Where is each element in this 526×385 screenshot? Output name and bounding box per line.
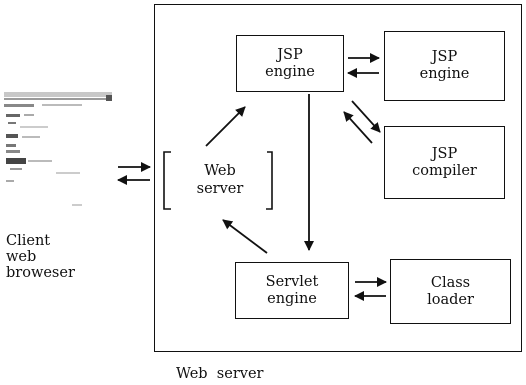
web-server-container xyxy=(154,4,522,352)
arrow-webserver-to-jsp-engine xyxy=(205,106,246,147)
jsp-engine-main-label: JSP engine xyxy=(265,46,315,80)
jsp-engine-secondary-label: JSP engine xyxy=(419,49,470,82)
web-server-bracket-right xyxy=(266,151,273,210)
jsp-engine-main-box: JSP engine xyxy=(236,35,344,92)
web-server-label: Web server xyxy=(196,163,244,197)
web-server-container-caption: Web server xyxy=(176,366,264,382)
jsp-compiler-label: JSP compiler xyxy=(412,145,477,179)
class-loader-box: Class loader xyxy=(390,259,511,324)
web-server-bracket-left xyxy=(163,151,171,210)
servlet-engine-label: Servlet engine xyxy=(265,273,319,307)
jsp-engine-secondary-box: JSP engine xyxy=(384,31,505,101)
arrow-jsp-to-compiler xyxy=(351,100,381,133)
browser-screenshot-icon xyxy=(4,92,112,206)
servlet-engine-box: Servlet engine xyxy=(235,262,349,319)
arrow-compiler-to-jsp xyxy=(343,111,373,144)
client-browser-label: Client web broweser xyxy=(6,233,75,281)
class-loader-label: Class loader xyxy=(427,274,474,308)
arrow-servlet-to-webserver xyxy=(222,219,268,254)
jsp-compiler-box: JSP compiler xyxy=(384,126,505,199)
